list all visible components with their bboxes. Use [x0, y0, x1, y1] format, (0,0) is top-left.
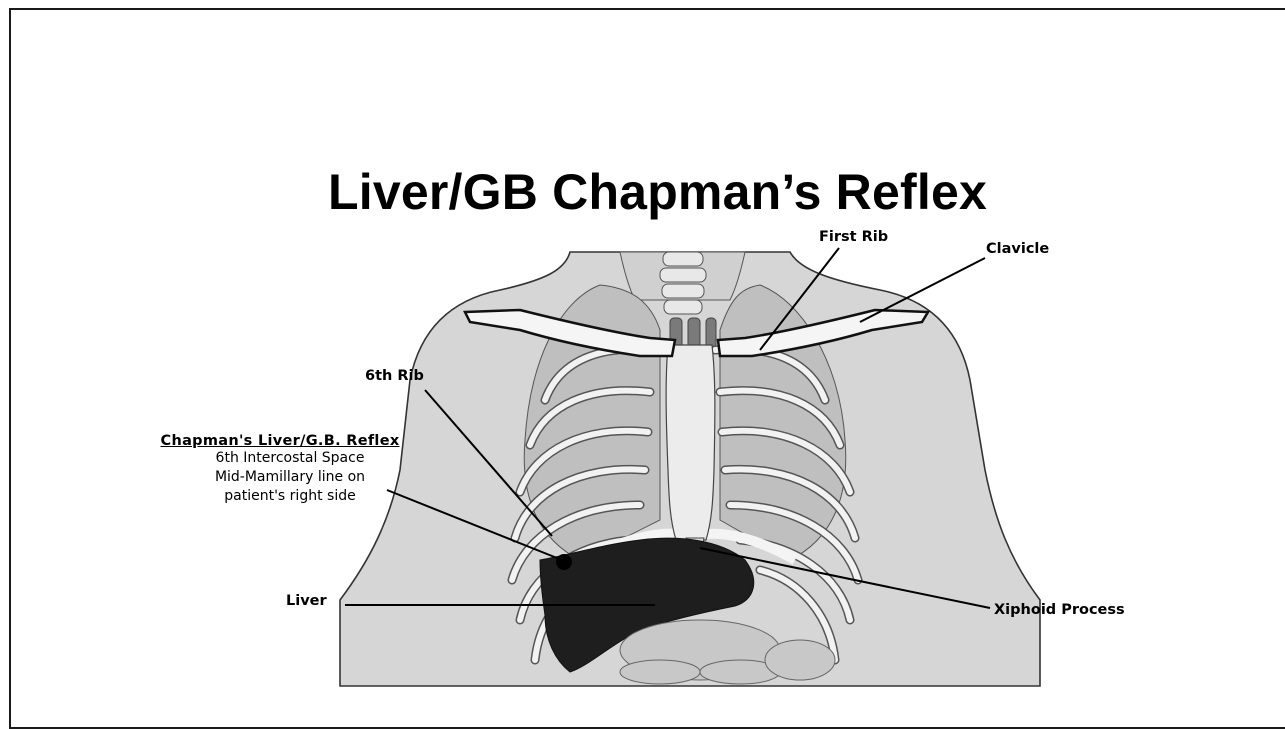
chapman-reflex-point — [556, 554, 572, 570]
chapman-reflex-note: Chapman's Liver/G.B. Reflex 6th Intercos… — [117, 433, 443, 506]
label-sixth-rib: 6th Rib — [365, 368, 424, 384]
reflex-note-line: 6th Intercostal Space — [117, 449, 443, 468]
sternum — [666, 345, 715, 540]
label-liver: Liver — [286, 593, 327, 609]
label-first-rib: First Rib — [819, 229, 888, 245]
reflex-note-heading: Chapman's Liver/G.B. Reflex — [117, 433, 443, 449]
slide-title: Liver/GB Chapman’s Reflex — [0, 163, 1285, 221]
reflex-note-line: Mid-Mamillary line on — [117, 468, 443, 487]
label-xiphoid-process: Xiphoid Process — [994, 602, 1125, 618]
reflex-note-line: patient's right side — [117, 487, 443, 506]
great-vessels — [670, 318, 716, 348]
label-clavicle: Clavicle — [986, 241, 1049, 257]
